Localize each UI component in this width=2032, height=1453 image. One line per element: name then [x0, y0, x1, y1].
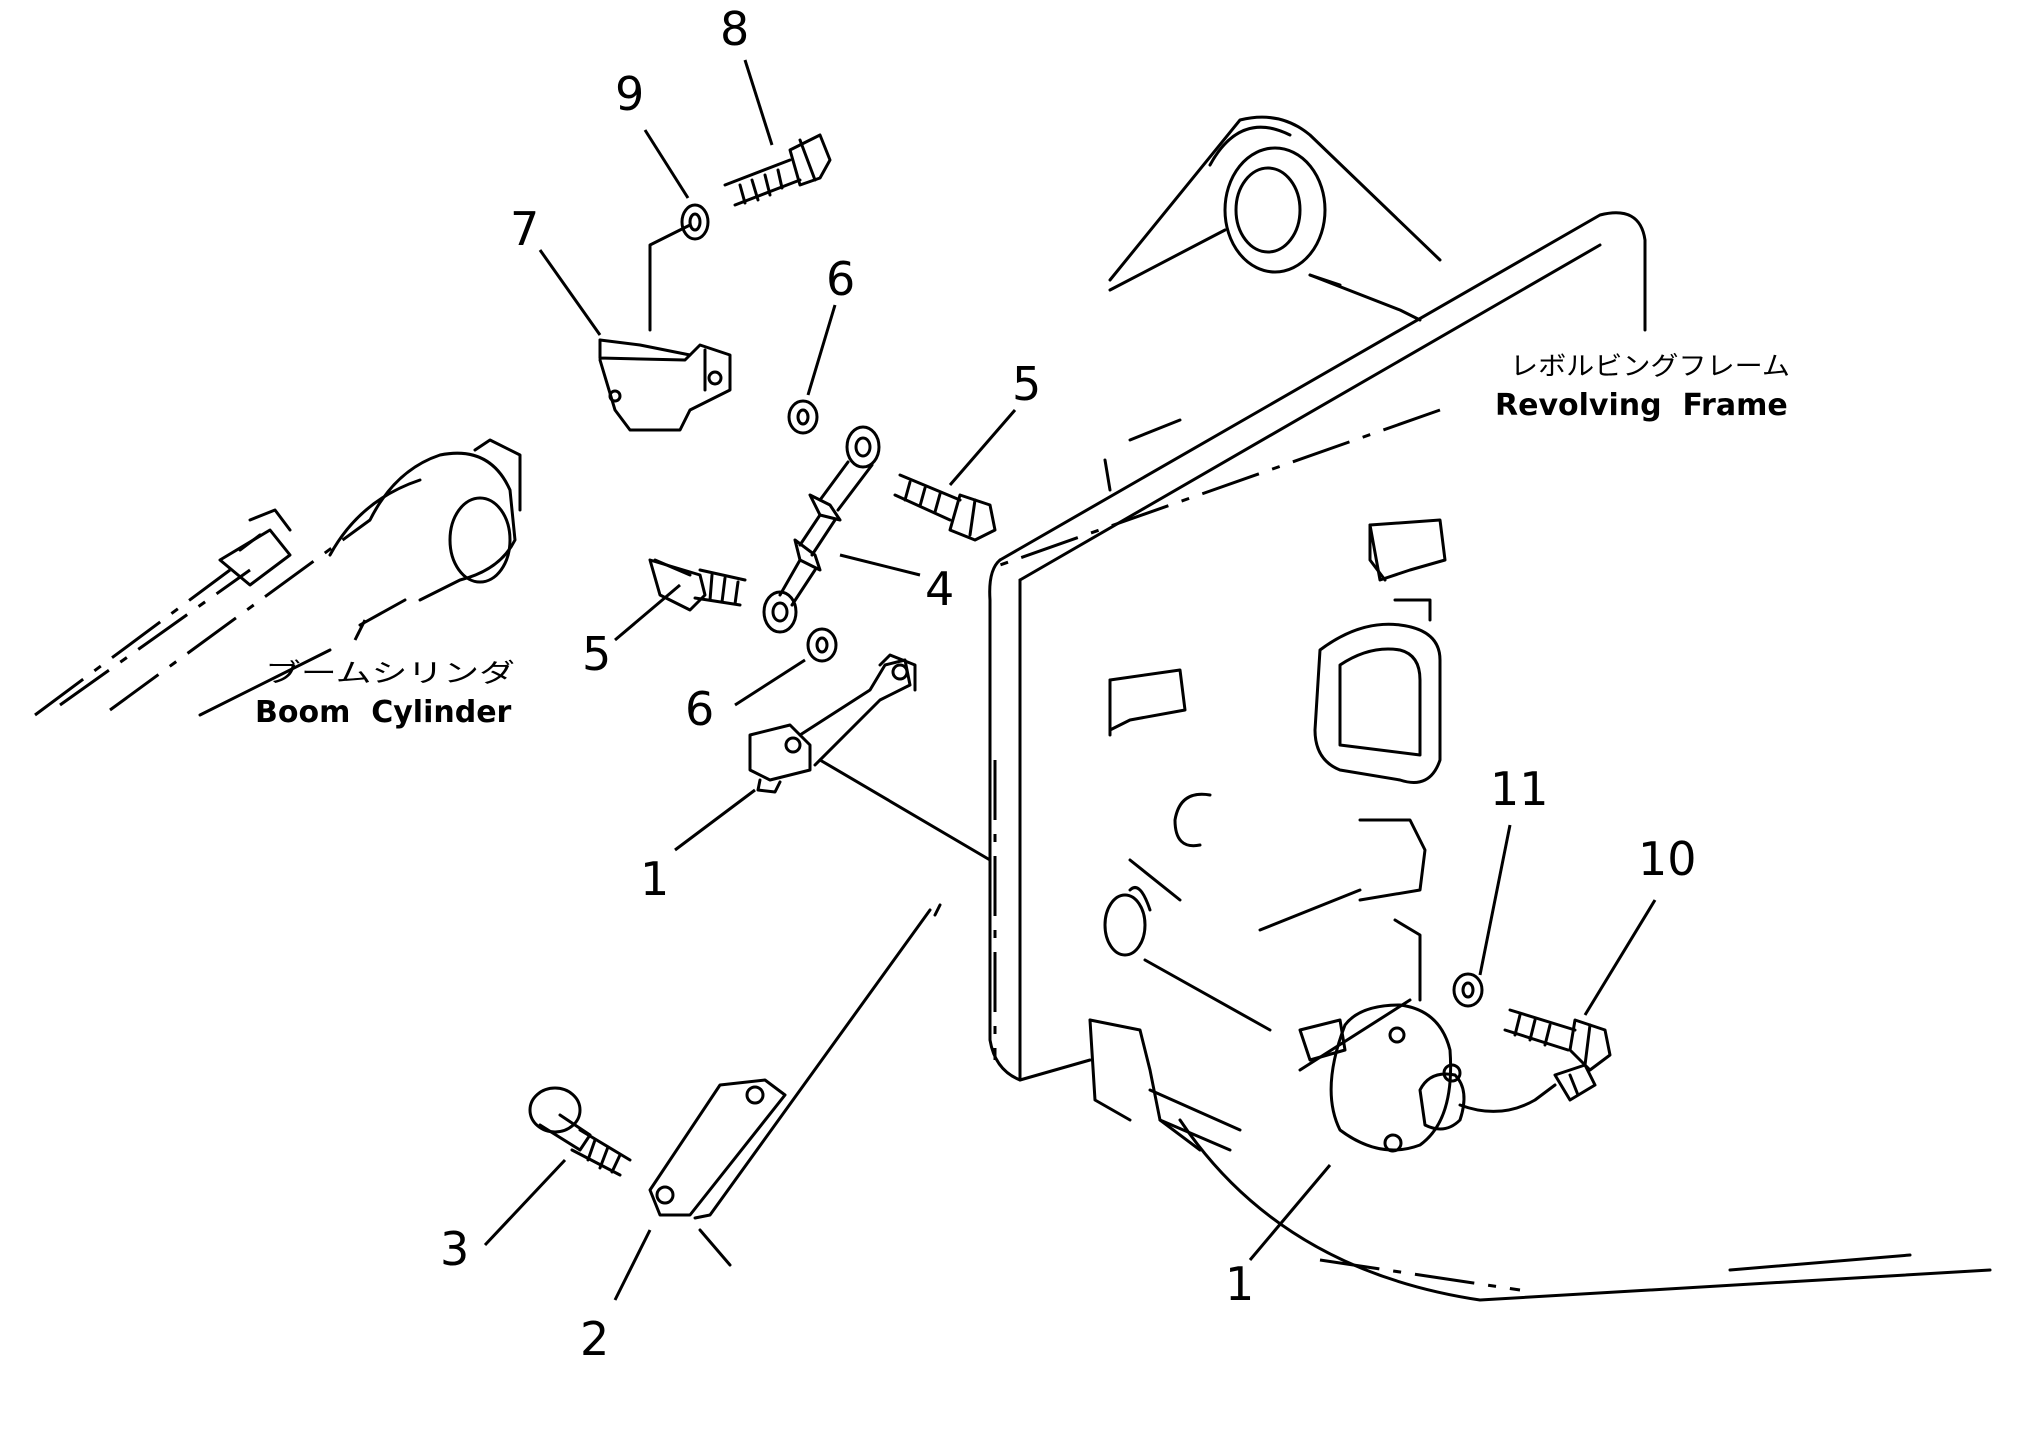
boom-cylinder-label-jp: ブームシリンダ — [265, 659, 515, 689]
revolving-frame — [988, 115, 1992, 1302]
callout-6-lower: 6 — [685, 682, 714, 736]
washer-6-lower — [806, 627, 838, 663]
boom-cylinder-label-en: Boom Cylinder — [255, 695, 512, 730]
callout-5-right: 5 — [1012, 357, 1041, 411]
callout-10: 10 — [1638, 832, 1697, 886]
boom-cylinder-leader — [353, 619, 367, 641]
washer-11 — [1452, 972, 1484, 1008]
bolt-8 — [723, 133, 832, 207]
callout-1-lower: 1 — [1225, 1257, 1254, 1311]
callout-4: 4 — [925, 562, 954, 616]
callout-1-upper: 1 — [640, 852, 669, 906]
callout-8: 8 — [720, 2, 749, 56]
callout-11: 11 — [1490, 762, 1549, 816]
potentiometer-1 — [1298, 918, 1597, 1153]
boom-cylinder — [34, 438, 522, 717]
bolt-3 — [528, 1086, 632, 1177]
washer-9 — [680, 203, 710, 241]
rod-4 — [762, 425, 881, 634]
callout-5-left: 5 — [582, 627, 611, 681]
washer-6-upper — [787, 399, 819, 435]
callout-leaders — [483, 59, 1657, 1301]
revolving-frame-label-jp: レボルビングフレーム — [1510, 352, 1790, 382]
bolt-10 — [1503, 1008, 1612, 1072]
callout-3: 3 — [440, 1222, 469, 1276]
bracket-7 — [598, 223, 732, 432]
lever-1 — [748, 653, 992, 862]
revolving-frame-label-en: Revolving Frame — [1495, 388, 1788, 423]
callout-9: 9 — [615, 67, 644, 121]
bolt-5-right — [893, 473, 997, 542]
callout-6-upper: 6 — [826, 252, 855, 306]
bolt-5-left — [648, 558, 747, 612]
plate-2 — [648, 903, 942, 1267]
callout-7: 7 — [510, 202, 539, 256]
callout-2: 2 — [580, 1312, 609, 1366]
